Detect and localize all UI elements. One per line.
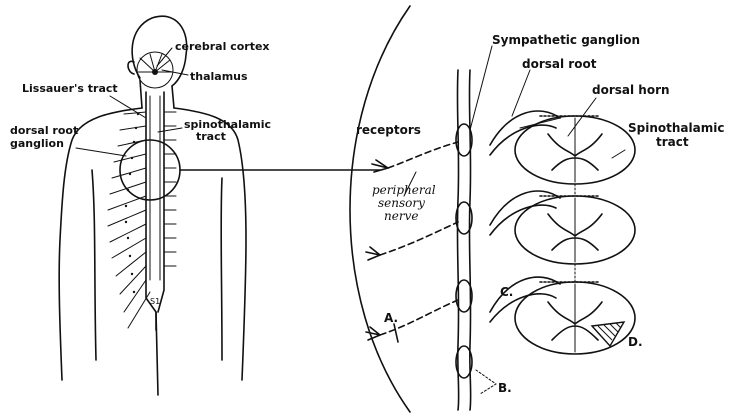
label-peripheral-2: sensory [378,196,425,210]
spine-lower [156,312,158,395]
label-spinothalamic-left-2: tract [196,130,226,143]
label-dorsal-root-ganglion-2: ganglion [10,137,64,150]
label-letter-c: C. [500,285,513,299]
peripheral-nerve-2 [380,222,458,255]
label-s1: S1 [150,297,160,306]
neck-left [140,80,142,108]
label-letter-a: A. [384,311,398,325]
cord-section-2 [490,191,635,264]
leader-spinothalamic-left [158,128,182,132]
receptor-tip-2 [366,247,380,260]
leader-dorsal-root-ganglion [76,148,126,156]
label-sympathetic-ganglion: Sympathetic ganglion [492,33,640,47]
label-thalamus: thalamus [190,70,248,83]
leader-spinothalamic-right [612,150,625,158]
spinal-cord-detail [366,46,635,410]
label-peripheral-1: peripheral [372,183,436,197]
label-spinothalamic-right-2: tract [656,135,689,149]
sympathetic-chain-left [457,70,458,410]
spinal-column-right [158,92,164,312]
label-dorsal-root: dorsal root [522,57,597,71]
label-dorsal-root-ganglion-1: dorsal root [10,124,78,137]
cord-section-1 [490,111,635,184]
right-torso-line [221,178,222,360]
neck-right [172,86,174,108]
bracket-b [476,370,496,394]
label-dorsal-horn: dorsal horn [592,83,670,97]
label-receptors: receptors [356,123,421,137]
block-marker-a [394,324,398,342]
leader-cerebral-cortex [157,48,172,66]
label-cerebral-cortex: cerebral cortex [175,40,270,53]
leader-sympathetic-ganglion [470,46,492,130]
label-letter-b: B. [498,381,512,395]
thalamus-dot [152,69,158,75]
leader-dorsal-root [512,70,530,116]
right-shoulder-arm [174,108,246,380]
label-letter-d: D. [628,335,643,349]
label-peripheral-3: nerve [384,209,418,223]
spinal-column-left [146,92,156,330]
left-torso-line [92,170,96,360]
sympathetic-chain-right [469,70,470,410]
label-lissauers-tract: Lissauer's tract [22,82,118,95]
label-spinothalamic-right-1: Spinothalamic [628,121,724,135]
peripheral-nerve-1 [388,142,458,168]
